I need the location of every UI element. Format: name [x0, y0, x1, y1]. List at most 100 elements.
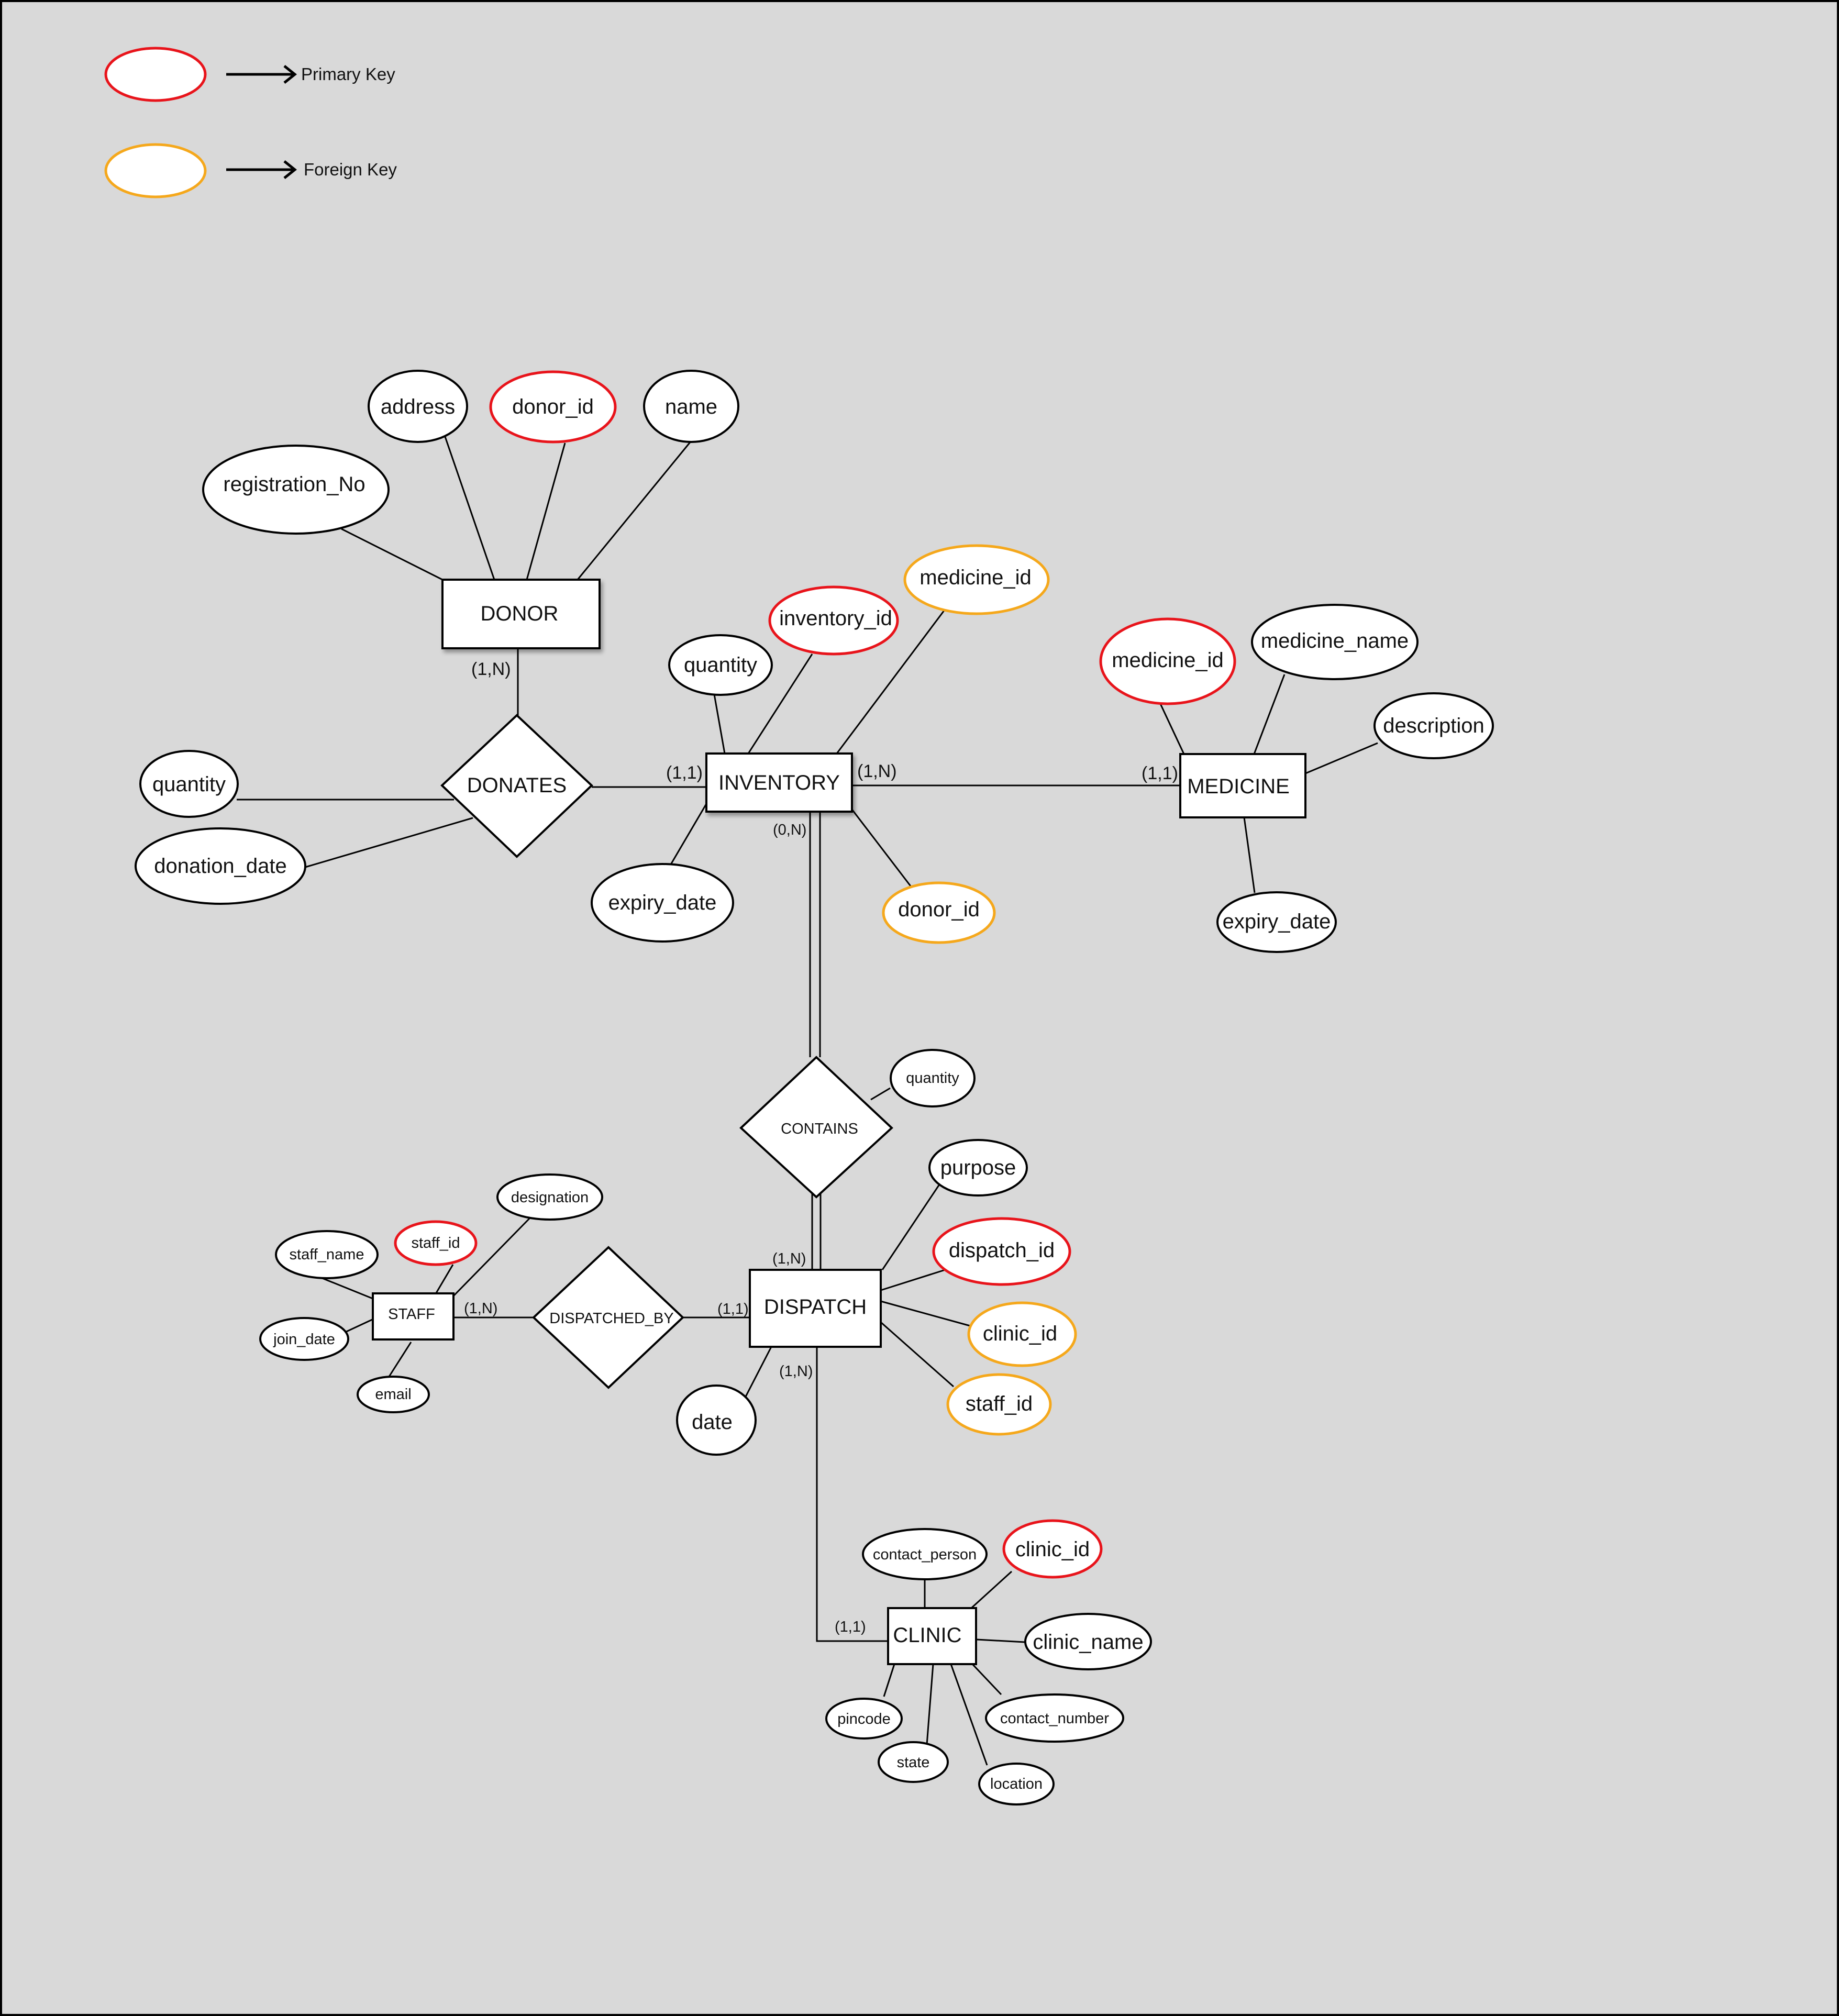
- entity-donor-label: DONOR: [481, 602, 559, 625]
- legend-foreign-arrowhead: [283, 160, 297, 179]
- cardinality-dispatch-clinic: (1,N): [779, 1363, 813, 1380]
- entity-staff-label: STAFF: [388, 1306, 435, 1323]
- svg-text:clinic_name: clinic_name: [1033, 1631, 1143, 1654]
- attribute-clinic-name: clinic_name: [1024, 1613, 1152, 1670]
- entity-inventory-label: INVENTORY: [718, 771, 840, 794]
- relationship-dispatched-by: DISPATCHED_BY: [532, 1246, 684, 1389]
- svg-text:purpose: purpose: [940, 1156, 1016, 1179]
- svg-text:staff_id: staff_id: [412, 1235, 460, 1251]
- svg-text:quantity: quantity: [152, 773, 226, 796]
- cardinality-inventory-donates: (1,1): [666, 763, 703, 783]
- entity-clinic: CLINIC: [887, 1607, 977, 1665]
- svg-text:expiry_date: expiry_date: [1223, 910, 1331, 933]
- attribute-inventory-medicine-id-foreign-key: medicine_id: [903, 544, 1050, 615]
- svg-text:inventory_id: inventory_id: [779, 607, 892, 630]
- cardinality-inventory-medicine: (1,N): [857, 761, 897, 781]
- attribute-donates-donation-date: donation_date: [135, 827, 306, 905]
- attribute-dispatch-date: date: [676, 1384, 757, 1456]
- svg-text:medicine_id: medicine_id: [1112, 649, 1223, 672]
- svg-text:email: email: [375, 1386, 411, 1403]
- attribute-staff-name: staff_name: [275, 1230, 379, 1279]
- cardinality-dispatch-dispatched-by: (1,1): [717, 1301, 749, 1317]
- svg-text:clinic_id: clinic_id: [1015, 1538, 1090, 1561]
- svg-text:medicine_name: medicine_name: [1261, 629, 1409, 652]
- svg-text:dispatch_id: dispatch_id: [949, 1239, 1055, 1262]
- cardinality-staff-dispatched-by: (1,N): [464, 1300, 497, 1317]
- attribute-clinic-contact-number: contact_number: [985, 1693, 1124, 1743]
- svg-text:quantity: quantity: [906, 1070, 959, 1087]
- attribute-medicine-description: description: [1373, 692, 1494, 759]
- attribute-dispatch-clinic-id-foreign-key: clinic_id: [967, 1301, 1077, 1367]
- legend-primary-key-swatch: [104, 47, 207, 102]
- entity-dispatch: DISPATCH: [749, 1269, 882, 1348]
- cardinality-inventory-contains: (0,N): [773, 822, 806, 838]
- cardinality-dispatch-contains: (1,N): [772, 1250, 806, 1267]
- svg-text:address: address: [381, 395, 455, 418]
- svg-text:registration_No: registration_No: [223, 473, 365, 496]
- svg-text:donation_date: donation_date: [154, 855, 287, 878]
- entity-medicine-label: MEDICINE: [1187, 775, 1290, 798]
- attribute-donor-address: address: [368, 370, 468, 443]
- attribute-staff-email: email: [357, 1376, 430, 1413]
- attribute-inventory-id-primary-key: inventory_id: [768, 585, 899, 656]
- svg-text:designation: designation: [511, 1189, 589, 1206]
- entity-staff: STAFF: [372, 1292, 455, 1341]
- svg-text:donor_id: donor_id: [512, 395, 594, 418]
- legend: Primary Key Foreign Key: [104, 47, 397, 198]
- entity-dispatch-label: DISPATCH: [764, 1295, 867, 1319]
- attribute-inventory-quantity: quantity: [668, 634, 773, 696]
- svg-text:join_date: join_date: [273, 1331, 335, 1348]
- entity-medicine: MEDICINE: [1179, 753, 1306, 818]
- svg-text:expiry_date: expiry_date: [608, 891, 717, 914]
- relationship-donates: DONATES: [440, 714, 593, 858]
- attribute-clinic-contact-person: contact_person: [862, 1528, 988, 1580]
- attribute-dispatch-purpose: purpose: [928, 1139, 1028, 1197]
- svg-text:description: description: [1383, 714, 1484, 737]
- cardinality-medicine-inventory: (1,1): [1142, 763, 1178, 783]
- attribute-dispatch-staff-id-foreign-key: staff_id: [946, 1373, 1052, 1436]
- attribute-inventory-expiry-date: expiry_date: [591, 863, 734, 943]
- relationship-contains: CONTAINS: [739, 1056, 893, 1199]
- attribute-inventory-donor-id-foreign-key: donor_id: [882, 881, 996, 944]
- cardinality-donor-donates: (1,N): [471, 659, 511, 679]
- relationship-contains-label: CONTAINS: [781, 1121, 858, 1137]
- attribute-clinic-pincode: pincode: [825, 1698, 903, 1740]
- legend-primary-key-label: Primary Key: [301, 64, 395, 84]
- entity-clinic-label: CLINIC: [893, 1624, 961, 1647]
- legend-foreign-key-swatch: [104, 143, 207, 198]
- attribute-staff-join-date: join_date: [259, 1317, 349, 1361]
- svg-text:donor_id: donor_id: [898, 898, 980, 921]
- entity-donor: DONOR: [441, 579, 601, 649]
- svg-text:clinic_id: clinic_id: [983, 1322, 1057, 1345]
- attribute-clinic-state: state: [878, 1741, 949, 1783]
- attribute-clinic-location: location: [978, 1763, 1055, 1805]
- legend-foreign-key-label: Foreign Key: [304, 160, 397, 179]
- attribute-donor-id-primary-key: donor_id: [489, 370, 617, 444]
- entity-inventory: INVENTORY: [705, 752, 853, 813]
- attribute-donor-name: name: [643, 370, 739, 443]
- svg-text:staff_id: staff_id: [966, 1392, 1033, 1415]
- svg-text:name: name: [665, 395, 717, 418]
- svg-text:contact_number: contact_number: [1000, 1710, 1109, 1727]
- relationship-dispatched-by-label: DISPATCHED_BY: [549, 1310, 673, 1327]
- cardinality-labels: (1,N) (1,1) (1,N) (1,1) (0,N) (1,N) (1,N…: [464, 659, 1178, 1635]
- attribute-contains-quantity: quantity: [890, 1049, 976, 1107]
- svg-text:state: state: [897, 1754, 930, 1771]
- attribute-clinic-id-primary-key: clinic_id: [1002, 1519, 1103, 1579]
- connector-lines: [237, 436, 1378, 1766]
- svg-text:location: location: [990, 1776, 1043, 1792]
- attribute-dispatch-id-primary-key: dispatch_id: [932, 1217, 1071, 1286]
- attribute-staff-id-primary-key: staff_id: [394, 1220, 478, 1266]
- attribute-medicine-id-primary-key: medicine_id: [1099, 617, 1236, 705]
- legend-primary-arrowhead: [283, 65, 297, 84]
- attribute-staff-designation: designation: [496, 1173, 603, 1221]
- attribute-donates-quantity: quantity: [139, 750, 239, 818]
- svg-text:staff_name: staff_name: [290, 1246, 364, 1263]
- cardinality-clinic-dispatch: (1,1): [835, 1619, 866, 1635]
- attribute-donor-registration-no: registration_No: [202, 445, 390, 535]
- svg-text:medicine_id: medicine_id: [920, 566, 1031, 589]
- attribute-medicine-expiry-date: expiry_date: [1216, 891, 1337, 953]
- svg-text:quantity: quantity: [684, 653, 757, 677]
